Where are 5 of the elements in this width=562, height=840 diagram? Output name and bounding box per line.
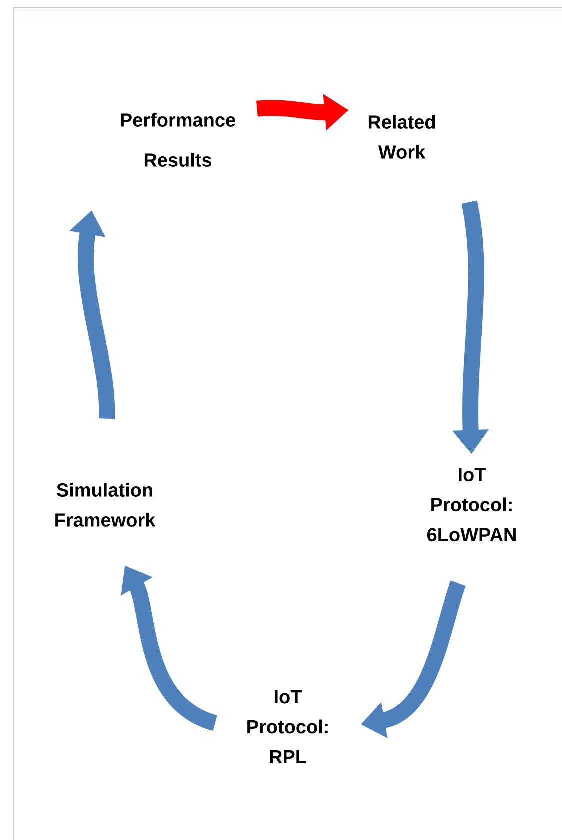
step-label: Performance Results xyxy=(121,113,236,167)
step-label: Related Work xyxy=(368,115,436,159)
step-label: IoT Protocol: 6LoWPAN xyxy=(427,468,516,542)
step-label: IoT Protocol: RPL xyxy=(248,690,328,764)
step-label: Simulation Framework xyxy=(56,483,156,527)
